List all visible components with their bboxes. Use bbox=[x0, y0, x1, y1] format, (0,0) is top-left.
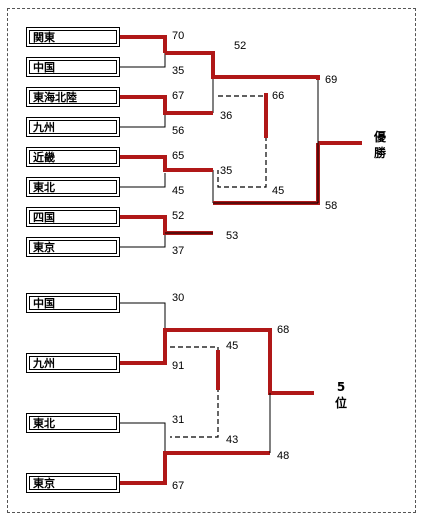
score: 31 bbox=[172, 414, 185, 426]
team-box: 中国 bbox=[26, 57, 120, 77]
win-lower-kyushu bbox=[120, 328, 314, 395]
team-box: 関東 bbox=[26, 27, 120, 47]
line-dashed-upper bbox=[217, 95, 267, 188]
team-name: 中国 bbox=[29, 60, 117, 74]
line-lower-tohoku bbox=[120, 422, 166, 453]
team-name: 東北 bbox=[29, 180, 117, 194]
line-chugoku-r1 bbox=[120, 53, 166, 68]
score: 36 bbox=[220, 110, 233, 122]
team-box: 東京 bbox=[26, 237, 120, 257]
score: 53 bbox=[226, 230, 239, 242]
score: 67 bbox=[172, 480, 185, 492]
team-name: 関東 bbox=[29, 30, 117, 44]
line-tokyo-r1 bbox=[120, 233, 166, 248]
score: 91 bbox=[172, 360, 185, 372]
score: 69 bbox=[325, 74, 338, 86]
score: 52 bbox=[234, 40, 247, 52]
score: 66 bbox=[272, 90, 285, 102]
win-lower-tokyo bbox=[120, 451, 270, 485]
result-label: 優 bbox=[373, 130, 386, 144]
score: 52 bbox=[172, 210, 185, 222]
team-box: 四国 bbox=[26, 207, 120, 227]
team-name: 東京 bbox=[29, 476, 117, 490]
score: 45 bbox=[272, 185, 285, 197]
team-box: 東京 bbox=[26, 473, 120, 493]
win-kanto-r2 bbox=[165, 51, 320, 80]
score: 43 bbox=[226, 434, 239, 446]
line-tohoku-r1 bbox=[120, 173, 166, 188]
team-name: 近畿 bbox=[29, 150, 117, 164]
score: 58 bbox=[325, 200, 338, 212]
score: 48 bbox=[277, 450, 290, 462]
team-box: 九州 bbox=[26, 117, 120, 137]
team-name: 中国 bbox=[29, 296, 117, 310]
score: 56 bbox=[172, 125, 185, 137]
team-box: 東北 bbox=[26, 177, 120, 197]
win-tokai-r1 bbox=[120, 95, 213, 115]
team-name: 九州 bbox=[29, 356, 117, 370]
team-name: 東北 bbox=[29, 416, 117, 430]
line-dashed-lower bbox=[170, 346, 219, 438]
team-name: 東海北陸 bbox=[29, 90, 117, 104]
win-shikoku-r1 bbox=[120, 215, 213, 235]
score: 70 bbox=[172, 30, 185, 42]
result-label: 勝 bbox=[373, 146, 386, 160]
team-name: 東京 bbox=[29, 240, 117, 254]
team-name: 四国 bbox=[29, 210, 117, 224]
result-label: 5 bbox=[336, 380, 346, 394]
team-box: 東北 bbox=[26, 413, 120, 433]
score: 45 bbox=[172, 185, 185, 197]
result-label: 位 bbox=[334, 396, 347, 410]
win-kanto-r1 bbox=[120, 35, 167, 53]
score: 35 bbox=[220, 165, 233, 177]
line-kyushu-r1 bbox=[120, 113, 166, 128]
line-lower-chugoku bbox=[120, 302, 166, 362]
team-box: 九州 bbox=[26, 353, 120, 373]
bracket-frame bbox=[7, 8, 416, 513]
win-kinki-r1 bbox=[120, 155, 213, 172]
score: 37 bbox=[172, 245, 185, 257]
team-box: 東海北陸 bbox=[26, 87, 120, 107]
score: 67 bbox=[172, 90, 185, 102]
score: 68 bbox=[277, 324, 290, 336]
score: 30 bbox=[172, 292, 185, 304]
team-box: 近畿 bbox=[26, 147, 120, 167]
team-box: 中国 bbox=[26, 293, 120, 313]
team-name: 九州 bbox=[29, 120, 117, 134]
score: 35 bbox=[172, 65, 185, 77]
score: 65 bbox=[172, 150, 185, 162]
score: 45 bbox=[226, 340, 239, 352]
